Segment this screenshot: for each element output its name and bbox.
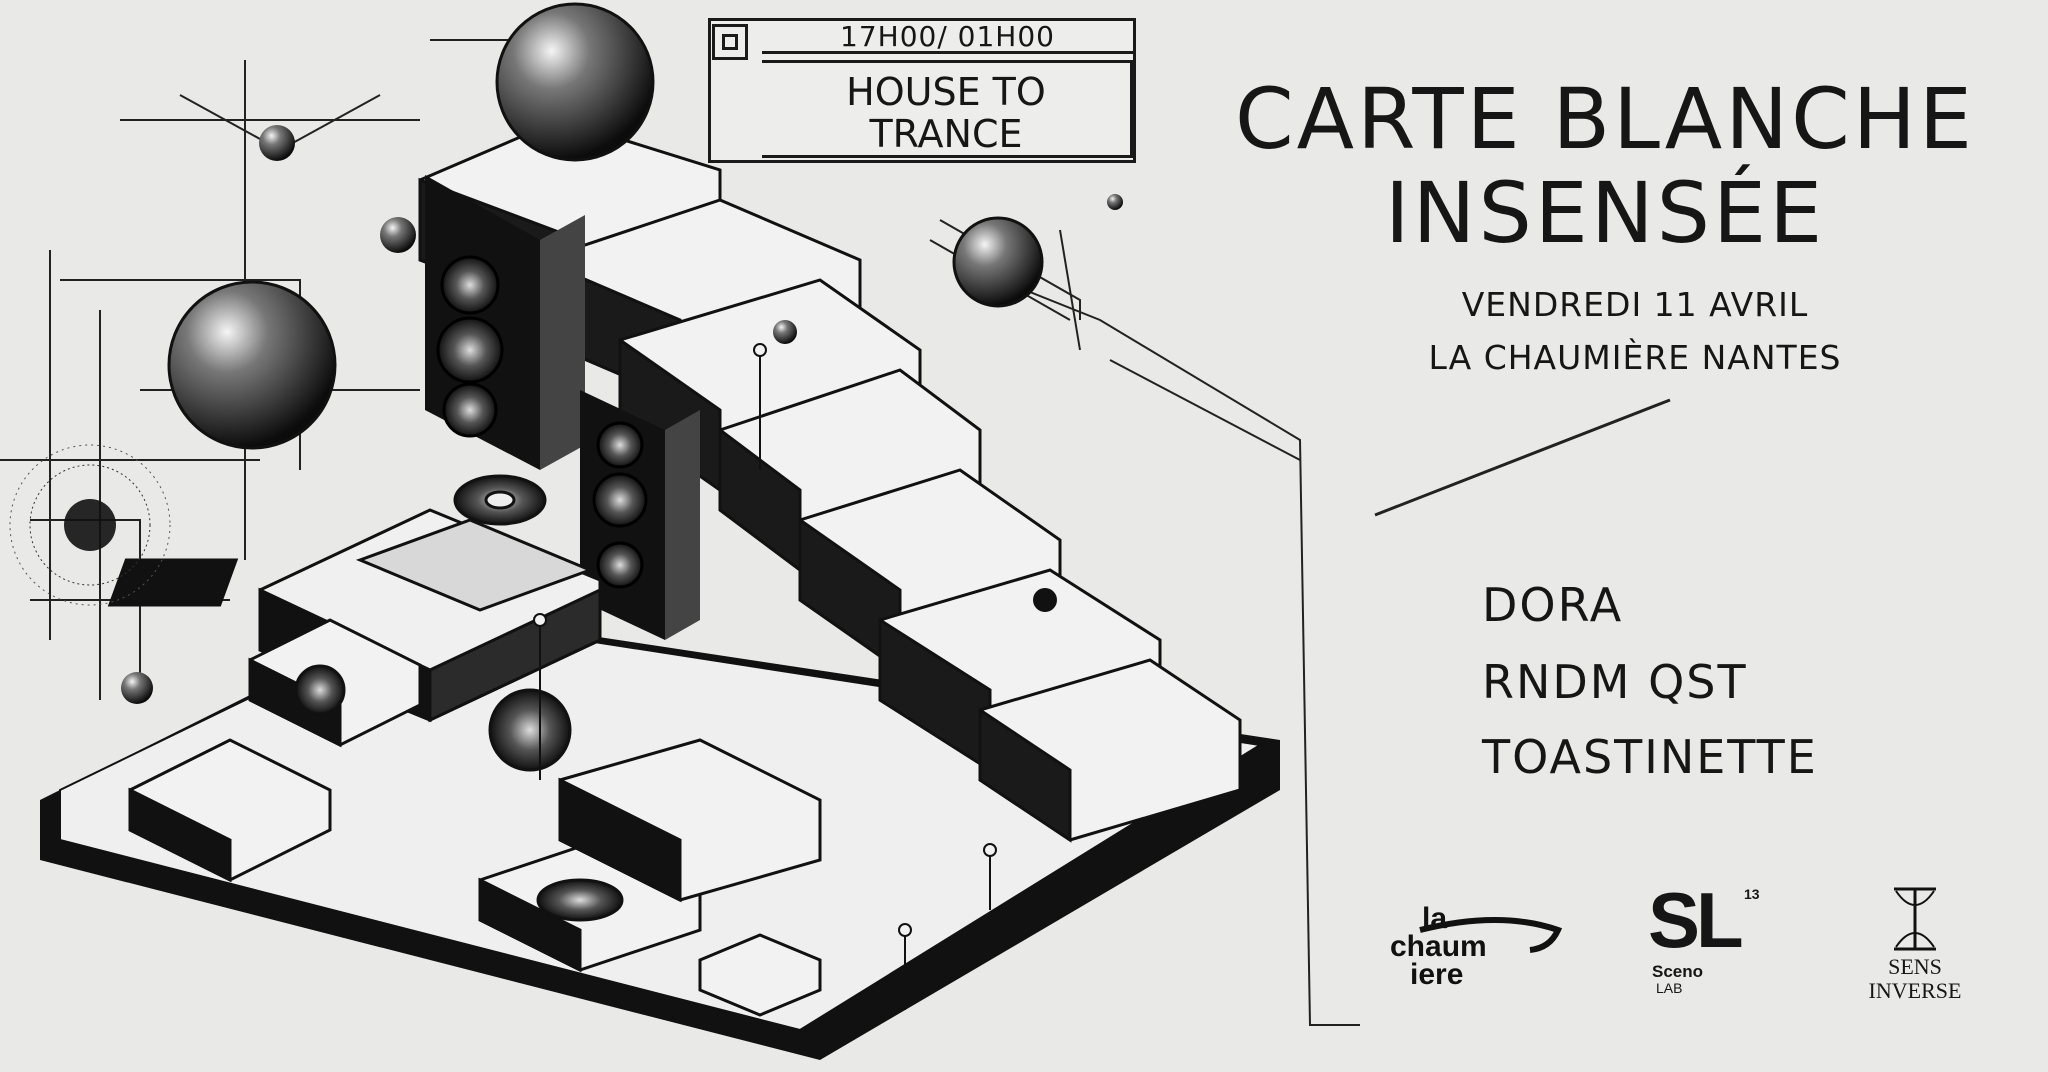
sens-inverse-icon: [1894, 887, 1936, 951]
sens-inverse-text: SENS INVERSE: [1868, 954, 1962, 1003]
artist-name: RNDM QST: [1482, 655, 1748, 709]
speaker-towers: [425, 175, 700, 640]
svg-text:chaum: chaum: [1390, 930, 1487, 963]
lower-deck: [128, 618, 822, 1017]
la-chaumiere-logo: la chaum iere: [1390, 902, 1563, 990]
svg-text:la: la: [1422, 902, 1447, 935]
scenolab-mark: SL: [1648, 876, 1744, 964]
scenolab-logo: SL 13 Sceno LAB: [1648, 876, 1778, 996]
sens-inverse-logo: SENS INVERSE: [1860, 885, 1970, 1005]
spheres: [9, 2, 1123, 704]
pins: [533, 343, 997, 1010]
divider-line: [1374, 398, 1671, 517]
event-date: VENDREDI 11 AVRIL: [1461, 285, 1809, 324]
artist-name: DORA: [1482, 578, 1624, 632]
isometric-dj-illustration: [0, 2, 1360, 1060]
svg-text:iere: iere: [1410, 958, 1463, 990]
event-title: CARTE BLANCHE INSENSÉE: [1235, 70, 1975, 262]
artist-name: TOASTINETTE: [1482, 730, 1818, 784]
stair-blocks: [418, 118, 1242, 843]
event-genre: HOUSE TO TRANCE: [762, 60, 1133, 158]
scenolab-sup: 13: [1744, 886, 1760, 902]
square-icon: [712, 24, 748, 60]
scenolab-sub: LAB: [1656, 980, 1683, 996]
event-header-box: [708, 18, 1136, 163]
scenolab-name: Sceno: [1652, 962, 1704, 981]
event-venue: LA CHAUMIÈRE NANTES: [1428, 338, 1842, 377]
event-time: 17H00/ 01H00: [762, 22, 1133, 54]
